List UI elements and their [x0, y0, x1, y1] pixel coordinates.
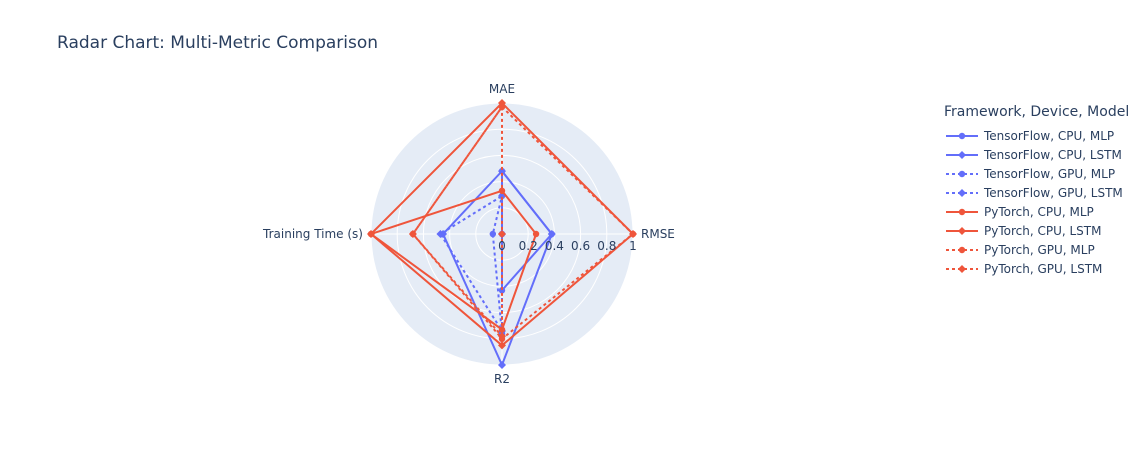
legend-label: TensorFlow, GPU, LSTM — [984, 185, 1123, 200]
legend-item[interactable]: TensorFlow, CPU, MLP — [944, 126, 1129, 145]
legend-title: Framework, Device, Model — [944, 104, 1130, 120]
data-point — [498, 332, 506, 341]
data-point — [498, 230, 506, 238]
radial-tick-label: 0.8 — [597, 239, 616, 253]
chart-title: Radar Chart: Multi-Metric Comparison — [57, 33, 379, 53]
legend-label: TensorFlow, CPU, LSTM — [984, 147, 1122, 162]
legend-label: TensorFlow, CPU, MLP — [984, 128, 1115, 143]
legend-swatch — [946, 132, 978, 139]
data-point — [367, 230, 375, 238]
radial-tick-label: 0.4 — [545, 239, 564, 253]
radial-tick-label: 0.6 — [571, 239, 590, 253]
data-point — [498, 167, 506, 176]
legend-swatch — [946, 170, 978, 177]
legend-label: TensorFlow, GPU, MLP — [984, 166, 1116, 181]
legend-label: PyTorch, GPU, MLP — [984, 242, 1095, 257]
data-point — [498, 187, 506, 194]
legend: Framework, Device, Model TensorFlow, CPU… — [944, 104, 1129, 278]
data-point — [547, 230, 556, 238]
data-point — [436, 230, 445, 238]
legend-item[interactable]: TensorFlow, CPU, LSTM — [944, 145, 1129, 164]
legend-item[interactable]: PyTorch, CPU, MLP — [944, 202, 1129, 221]
legend-item[interactable]: TensorFlow, GPU, LSTM — [944, 183, 1129, 202]
legend-swatch — [946, 208, 978, 215]
legend-item[interactable]: PyTorch, CPU, LSTM — [944, 221, 1129, 240]
legend-item[interactable]: PyTorch, GPU, LSTM — [944, 259, 1129, 278]
data-point — [498, 361, 506, 369]
radial-tick-label: 0 — [498, 239, 506, 253]
radial-tick-label: 0.2 — [519, 239, 538, 253]
series-trace — [408, 102, 506, 341]
data-point — [408, 230, 417, 238]
data-point — [498, 341, 506, 350]
data-point — [498, 102, 506, 111]
legend-swatch — [946, 226, 978, 235]
legend-swatch — [946, 150, 978, 159]
legend-item[interactable]: PyTorch, GPU, MLP — [944, 240, 1129, 259]
data-point — [629, 230, 637, 238]
radial-tick-label: 1 — [629, 239, 637, 253]
legend-swatch — [946, 188, 978, 197]
legend-item[interactable]: TensorFlow, GPU, MLP — [944, 164, 1129, 183]
data-point — [489, 230, 497, 238]
legend-label: PyTorch, CPU, LSTM — [984, 223, 1102, 238]
angular-axis-label: RMSE — [641, 227, 675, 241]
angular-axis-label: R2 — [494, 372, 510, 386]
legend-label: PyTorch, GPU, LSTM — [984, 261, 1103, 276]
angular-axis-label: MAE — [489, 82, 515, 96]
data-point — [532, 230, 540, 238]
angular-axis-label: Training Time (s) — [262, 227, 363, 241]
data-point — [498, 287, 506, 294]
legend-swatch — [946, 246, 978, 253]
series-trace — [439, 167, 556, 369]
legend-swatch — [946, 264, 978, 273]
legend-label: PyTorch, CPU, MLP — [984, 204, 1094, 219]
